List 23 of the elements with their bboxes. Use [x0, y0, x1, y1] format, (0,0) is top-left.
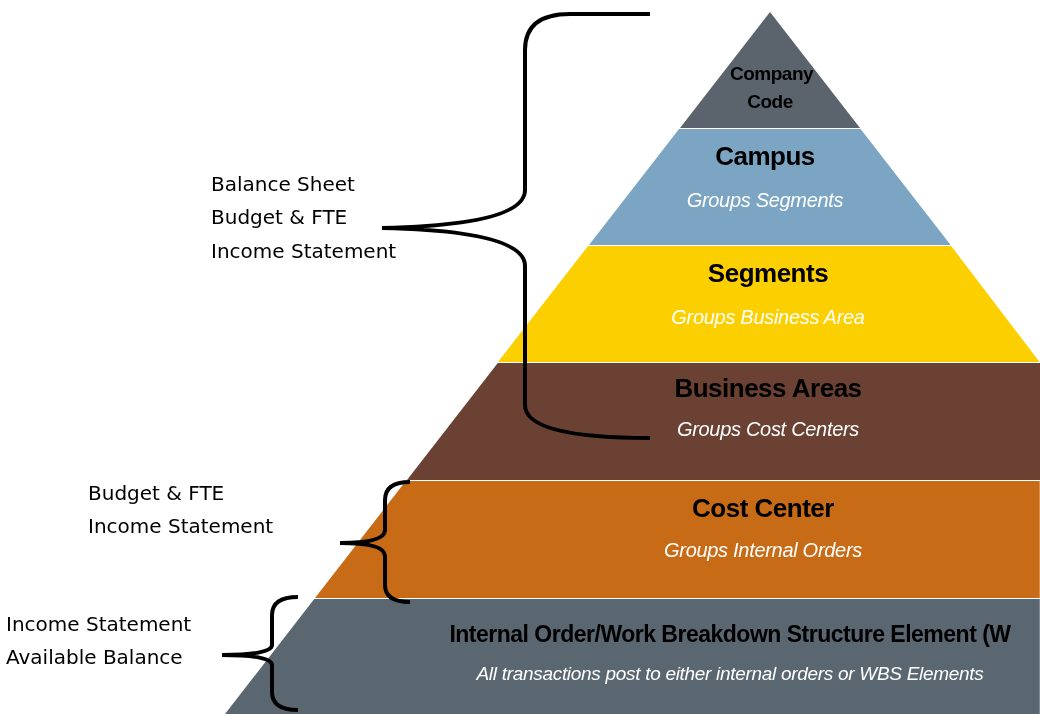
report-label: Budget & FTE — [211, 205, 348, 229]
layer-title: Internal Order/Work Breakdown Structure Element (W — [449, 621, 1011, 648]
layer-description: Groups Segments — [686, 189, 844, 212]
report-label: Income Statement — [211, 239, 397, 263]
layer-title: Campus — [715, 141, 815, 172]
layer-title: Business Areas — [674, 373, 862, 404]
report-label: Available Balance — [6, 645, 183, 669]
pyramid-layer — [498, 246, 1040, 362]
layer-title: Cost Center — [692, 493, 834, 524]
layer-title: Segments — [707, 258, 829, 289]
report-label: Income Statement — [88, 514, 274, 538]
layer-description: All transactions post to either internal orders or WBS Elements — [476, 663, 984, 685]
report-label: Budget & FTE — [88, 481, 225, 505]
layer-description: Groups Internal Orders — [664, 539, 862, 562]
report-label: Balance Sheet — [211, 172, 355, 196]
pyramid-layer — [589, 129, 951, 245]
pyramid-layer — [225, 599, 1040, 714]
pyramid-layer — [679, 12, 860, 128]
pyramid-layer — [315, 481, 1040, 598]
pyramid-layer — [406, 363, 1040, 480]
layer-description: Groups Business Area — [671, 306, 865, 329]
layer-description: Groups Cost Centers — [676, 418, 860, 441]
report-label: Income Statement — [6, 612, 192, 636]
